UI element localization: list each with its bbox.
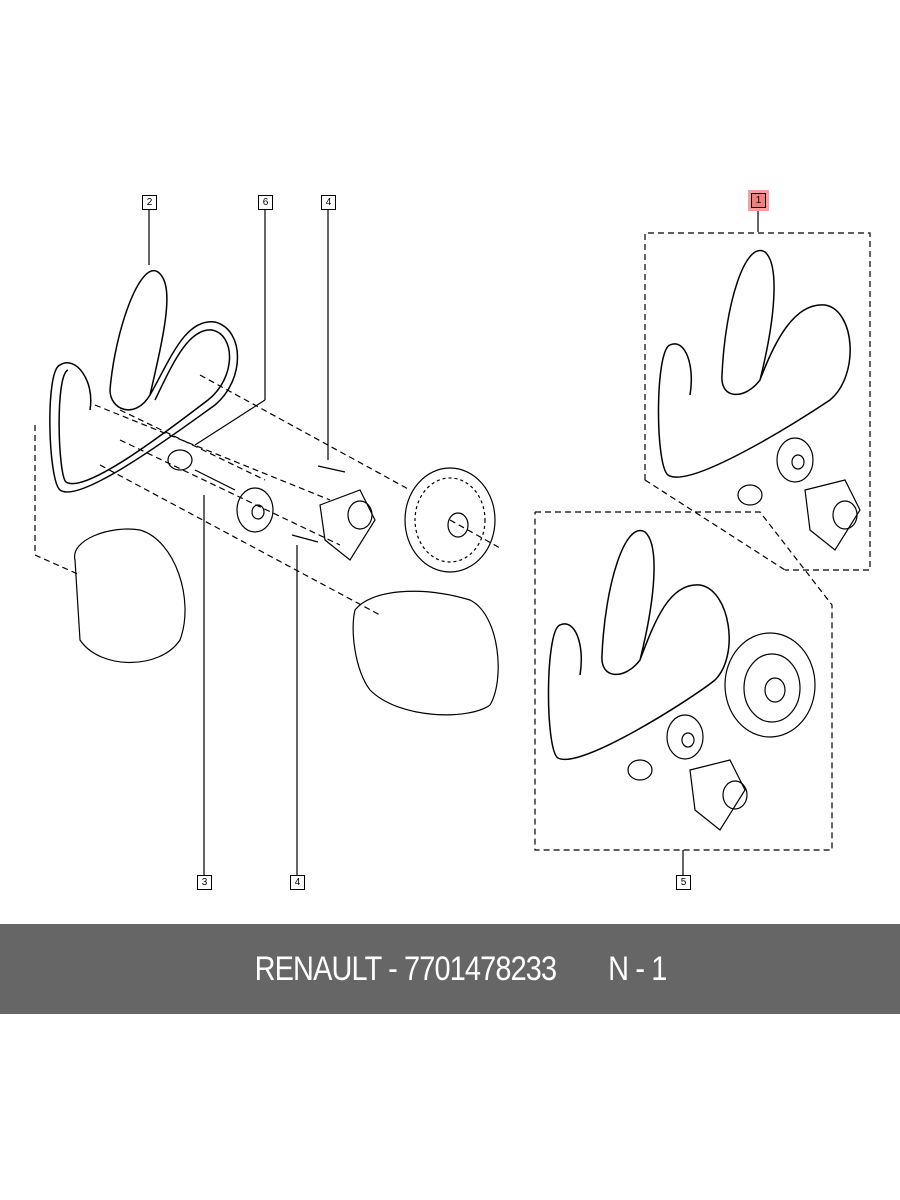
belt-main [49,269,239,493]
callout-4-bottom: 4 [290,875,305,890]
leader-lines [148,208,759,875]
position-note: N - 1 [608,949,667,988]
callout-2: 2 [142,195,157,210]
callout-6: 6 [258,195,273,210]
belt-kit-2 [547,529,730,761]
kit-outlines [34,232,871,851]
parts-diagram [34,208,871,875]
callout-5: 5 [676,875,691,890]
callout-4-top: 4 [321,195,336,210]
components [74,437,861,831]
callout-3: 3 [197,875,212,890]
belt-kit-1 [657,249,851,478]
part-number-banner: RENAULT - 7701478233 N - 1 [0,924,900,1014]
callout-1-highlighted: 1 [751,193,766,208]
brand-part-number: RENAULT - 7701478233 [254,949,557,988]
